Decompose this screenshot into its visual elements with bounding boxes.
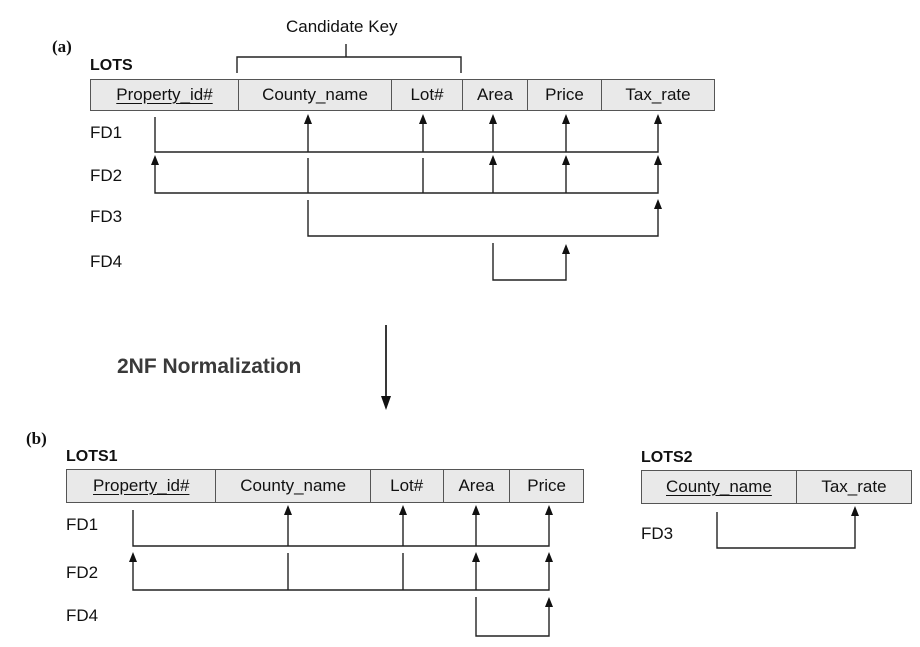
lots1-fd1-label: FD1 — [66, 515, 99, 534]
lots-table: Property_id# County_name Lot# Area Price… — [90, 79, 715, 111]
lots-fd2-arrow-property — [151, 155, 159, 165]
candidate-key-label: Candidate Key — [286, 17, 398, 36]
lots1-col-property-id-text: Property_id# — [93, 476, 190, 495]
part-b-label: (b) — [26, 429, 47, 448]
candidate-key-bracket — [236, 56, 462, 73]
lots1-fd4-label: FD4 — [66, 606, 99, 625]
lots1-col-area: Area — [442, 470, 510, 502]
lots1-col-price: Price — [509, 470, 583, 502]
lots-col-property-id-text: Property_id# — [116, 85, 213, 104]
lots-fd1-arrow-price — [562, 114, 570, 124]
lots-fd2-arrow-price — [562, 155, 570, 165]
lots-fd4-arrow-price — [562, 244, 570, 254]
lots-fd3-label: FD3 — [90, 207, 123, 226]
lots-col-property-id: Property_id# — [91, 80, 238, 110]
lots2-col-county-name: County_name — [642, 471, 796, 503]
lots1-fd4-arrow-price — [545, 597, 553, 607]
lots2-fd3-arrow-tax — [851, 506, 859, 516]
lots1-col-county-name: County_name — [215, 470, 369, 502]
lots2-fd3-line — [716, 512, 856, 549]
lots-col-county-name: County_name — [238, 80, 391, 110]
lots-fd1-label: FD1 — [90, 123, 123, 142]
lots1-table: Property_id# County_name Lot# Area Price — [66, 469, 584, 503]
lots-fd1-line — [154, 117, 659, 153]
lots1-fd2-line — [132, 560, 550, 591]
lots1-col-property-id: Property_id# — [67, 470, 215, 502]
lots1-fd2-label: FD2 — [66, 563, 99, 582]
lots2-relation-name: LOTS2 — [641, 449, 693, 466]
lots1-fd1-arrow-lot — [399, 505, 407, 515]
lots-col-price: Price — [527, 80, 601, 110]
lots2-col-county-name-text: County_name — [666, 477, 772, 496]
lots1-fd2-arrow-price — [545, 552, 553, 562]
lots-fd3-line — [307, 200, 659, 237]
lots-fd1-arrow-county — [304, 114, 312, 124]
part-a-label: (a) — [52, 37, 72, 56]
lots-fd2-arrow-tax — [654, 155, 662, 165]
lots1-fd4-line — [475, 597, 550, 637]
lots-fd4-label: FD4 — [90, 252, 123, 271]
lots2-col-tax-rate: Tax_rate — [795, 471, 911, 503]
lots-fd1-arrow-area — [489, 114, 497, 124]
normalization-arrow-head — [381, 396, 391, 410]
lots-col-area: Area — [462, 80, 527, 110]
lots-col-lot: Lot# — [391, 80, 462, 110]
lots1-fd1-line — [132, 510, 550, 547]
lots2-table: County_name Tax_rate — [641, 470, 912, 504]
lots-fd2-label: FD2 — [90, 166, 123, 185]
lots1-fd1-arrow-county — [284, 505, 292, 515]
lots-fd2-line — [154, 160, 659, 194]
lots1-fd1-arrow-price — [545, 505, 553, 515]
lots1-fd1-arrow-area — [472, 505, 480, 515]
lots-fd3-arrow-tax — [654, 199, 662, 209]
normalization-label: 2NF Normalization — [117, 355, 302, 378]
lots2-fd3-label: FD3 — [641, 524, 674, 543]
lots-fd1-arrow-tax — [654, 114, 662, 124]
lots-relation-name: LOTS — [90, 57, 133, 74]
lots1-fd2-arrow-property — [129, 552, 137, 562]
lots1-relation-name: LOTS1 — [66, 448, 118, 465]
lots1-fd2-arrow-area — [472, 552, 480, 562]
lots-fd1-arrow-lot — [419, 114, 427, 124]
lots-fd2-arrow-area — [489, 155, 497, 165]
lots1-col-lot: Lot# — [369, 470, 443, 502]
lots-fd4-line — [492, 243, 567, 281]
lots-col-tax-rate: Tax_rate — [601, 80, 714, 110]
